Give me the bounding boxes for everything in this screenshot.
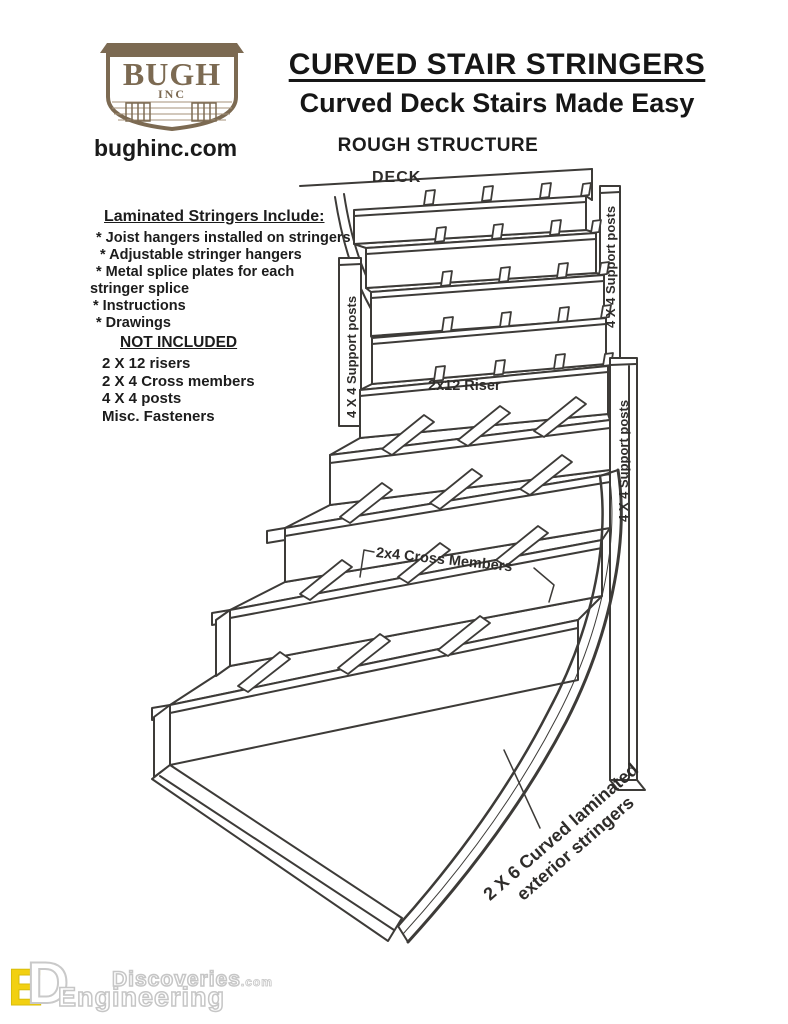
bottom-skirt-board	[151, 764, 403, 942]
not-included-item: 4 X 4 posts	[102, 390, 182, 407]
deck-label: DECK	[372, 169, 422, 186]
left-corner-returns	[151, 527, 286, 778]
not-included-item: Misc. Fasteners	[102, 407, 215, 425]
support-post-right-lower-label: 4 X 4 Support posts	[616, 400, 631, 522]
not-included-item: 2 X 4 Cross members	[102, 372, 255, 390]
watermark-monogram-d: D	[26, 950, 70, 1017]
riser-cap-boards	[169, 201, 611, 714]
included-item: * Joist hangers installed on stringers	[96, 230, 351, 246]
logo-sub-wordmark: INC	[158, 87, 186, 101]
watermark-discoveries-text: Discoveries	[111, 967, 241, 992]
support-post-right-upper-label: 4 X 4 Support posts	[603, 206, 618, 328]
included-item: * Metal splice plates for each	[96, 264, 295, 280]
riser-label: 2x12 Riser	[428, 378, 501, 394]
watermark-engineering: Engineering	[57, 981, 226, 1013]
stair-riser-faces	[169, 195, 611, 766]
logo-cornice	[100, 43, 244, 53]
included-item: stringer splice	[90, 281, 190, 297]
website-url: bughinc.com	[94, 135, 238, 161]
included-item: * Drawings	[96, 315, 171, 331]
curved-stringer	[396, 468, 623, 944]
cross-member-boards	[237, 396, 587, 693]
leader-lines	[359, 549, 555, 829]
cross-member-tabs	[423, 182, 614, 382]
bugh-logo: BUGH INC	[100, 43, 244, 132]
not-included-heading: NOT INCLUDED	[120, 334, 238, 351]
included-heading: Laminated Stringers Include:	[104, 208, 325, 225]
watermark-monogram-e: E	[8, 959, 44, 1018]
logo-railing-icon	[125, 102, 217, 122]
page-title: CURVED STAIR STRINGERS	[288, 48, 706, 81]
section-heading: ROUGH STRUCTURE	[337, 135, 539, 156]
not-included-item: 2 X 12 risers	[102, 355, 191, 372]
watermark-com-suffix: .com	[240, 975, 273, 990]
included-item: * Adjustable stringer hangers	[100, 247, 302, 263]
page-subtitle: Curved Deck Stairs Made Easy	[299, 88, 695, 118]
support-post-left	[338, 257, 362, 427]
support-post-right-lower	[609, 357, 646, 791]
support-post-left-label: 4 X 4 Support posts	[344, 296, 359, 418]
logo-wordmark: BUGH	[123, 56, 221, 92]
not-included-list: NOT INCLUDED 2 X 12 risers 2 X 4 Cross m…	[102, 334, 322, 425]
watermark-discoveries: Discoveries.com	[111, 967, 273, 992]
included-list: Laminated Stringers Include: * Joist han…	[90, 208, 358, 332]
included-item: * Instructions	[93, 298, 186, 314]
